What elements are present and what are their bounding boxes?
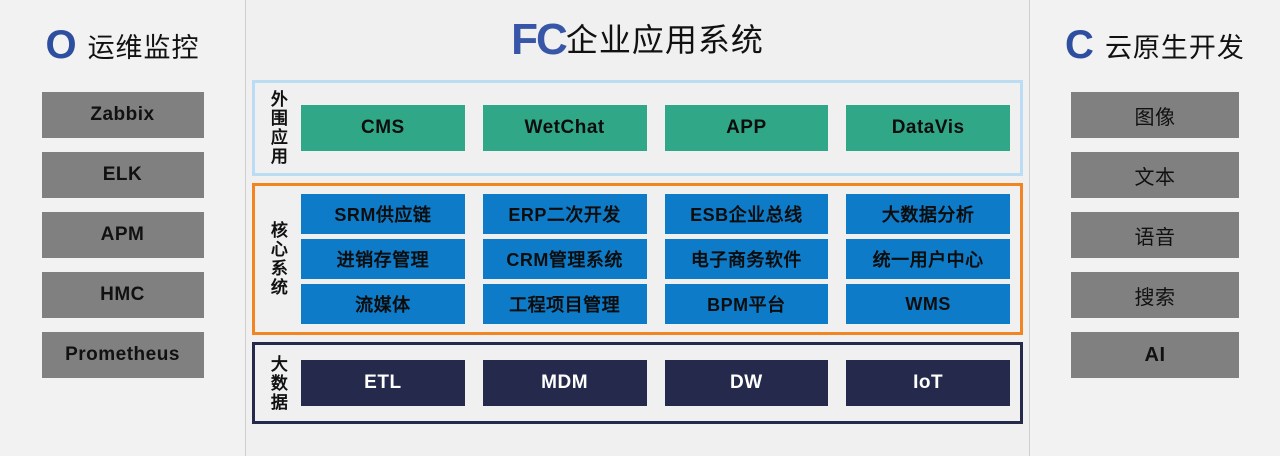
center-panel-header: FC 企业应用系统 xyxy=(252,0,1023,80)
left-panel-list: Zabbix ELK APM HMC Prometheus xyxy=(0,92,245,378)
list-item[interactable]: Zabbix xyxy=(41,92,204,138)
module-box[interactable]: 工程项目管理 xyxy=(482,284,647,324)
module-box[interactable]: DataVis xyxy=(846,105,1010,151)
module-box[interactable]: ETL xyxy=(301,360,465,406)
left-panel: O 运维监控 Zabbix ELK APM HMC Prometheus xyxy=(0,0,245,456)
right-panel-list: 图像 文本 语音 搜索 AI xyxy=(1030,92,1280,378)
section-label-peripheral: 外围应用 xyxy=(267,90,287,166)
section-label-core: 核心系统 xyxy=(267,221,287,297)
ops-monitoring-logo-icon: O xyxy=(45,23,76,67)
list-item[interactable]: Prometheus xyxy=(41,332,204,378)
left-panel-title: 运维监控 xyxy=(87,32,200,63)
right-panel-header: C 云原生开发 xyxy=(1030,14,1280,76)
section-label-bigdata: 大数据 xyxy=(267,354,287,412)
module-box[interactable]: 大数据分析 xyxy=(846,194,1010,234)
section-grid-peripheral: CMS WetChat APP DataVis xyxy=(299,83,1020,173)
module-box[interactable]: 流媒体 xyxy=(301,284,465,324)
fc-logo-icon: FC xyxy=(511,15,568,64)
left-panel-header: O 运维监控 xyxy=(0,14,245,76)
list-item[interactable]: APM xyxy=(41,212,204,258)
page-title: 企业应用系统 xyxy=(565,22,764,58)
section-grid-core: SRM供应链 ERP二次开发 ESB企业总线 大数据分析 进销存管理 CRM管理… xyxy=(299,186,1020,332)
module-box[interactable]: ERP二次开发 xyxy=(482,194,647,234)
module-box[interactable]: IoT xyxy=(846,360,1010,406)
module-box[interactable]: 进销存管理 xyxy=(301,239,465,279)
module-box[interactable]: APP xyxy=(664,105,829,151)
section-grid-bigdata: ETL MDM DW IoT xyxy=(299,345,1020,421)
module-box[interactable]: CRM管理系统 xyxy=(482,239,647,279)
list-item[interactable]: 搜索 xyxy=(1071,272,1239,318)
module-box[interactable]: ESB企业总线 xyxy=(664,194,829,234)
right-panel: C 云原生开发 图像 文本 语音 搜索 AI xyxy=(1030,0,1280,456)
list-item[interactable]: AI xyxy=(1071,332,1239,378)
module-box[interactable]: MDM xyxy=(482,360,647,406)
right-panel-title: 云原生开发 xyxy=(1104,32,1245,63)
module-box[interactable]: 统一用户中心 xyxy=(846,239,1010,279)
module-box[interactable]: DW xyxy=(664,360,829,406)
section-big-data: 大数据 ETL MDM DW IoT xyxy=(252,342,1023,424)
section-core-system: 核心系统 SRM供应链 ERP二次开发 ESB企业总线 大数据分析 进销存管理 … xyxy=(252,183,1023,335)
list-item[interactable]: 文本 xyxy=(1071,152,1239,198)
section-peripheral-applications: 外围应用 CMS WetChat APP DataVis xyxy=(252,80,1023,176)
center-panel: FC 企业应用系统 外围应用 CMS WetChat APP DataVis 核… xyxy=(245,0,1030,456)
module-box[interactable]: 电子商务软件 xyxy=(664,239,829,279)
module-box[interactable]: SRM供应链 xyxy=(301,194,465,234)
cloud-native-logo-icon: C xyxy=(1065,23,1094,67)
module-box[interactable]: WetChat xyxy=(482,105,647,151)
list-item[interactable]: ELK xyxy=(41,152,204,198)
module-box[interactable]: WMS xyxy=(846,284,1010,324)
list-item[interactable]: HMC xyxy=(41,272,204,318)
module-box[interactable]: CMS xyxy=(301,105,465,151)
module-box[interactable]: BPM平台 xyxy=(664,284,829,324)
list-item[interactable]: 图像 xyxy=(1071,92,1239,138)
list-item[interactable]: 语音 xyxy=(1071,212,1239,258)
